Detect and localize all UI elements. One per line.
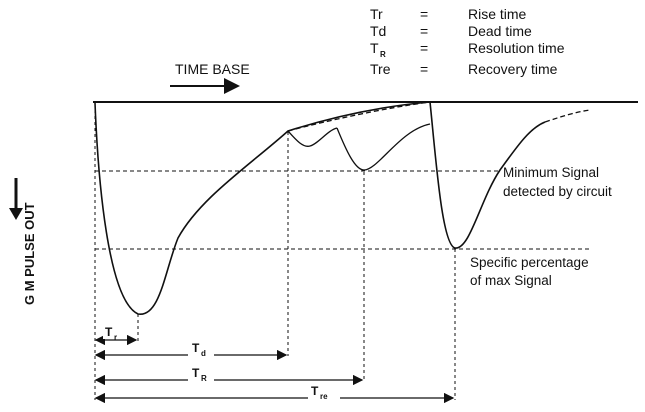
tre-label: T <box>311 384 319 398</box>
tre-label-bg <box>308 384 340 401</box>
small-pulse-curve <box>287 127 338 147</box>
legend-eq: = <box>420 61 428 77</box>
td-label-bg <box>188 340 214 357</box>
legend-eq: = <box>420 6 428 22</box>
tre-label-sub: re <box>320 392 328 401</box>
recovery-dashed-tail <box>544 109 591 123</box>
recovery-pulse-curve <box>429 101 546 249</box>
legend-row-dead: Td = Dead time <box>370 23 532 39</box>
y-axis-label: G M PULSE OUT <box>22 202 37 305</box>
min-signal-annotation-line1: Minimum Signal <box>503 165 599 180</box>
envelope-dashed-curve <box>287 101 431 132</box>
specific-percentage-annotation-line2: of max Signal <box>470 273 552 288</box>
tr-label: T <box>105 325 113 339</box>
tR-label-bg <box>188 366 214 383</box>
tr-label-bg <box>103 323 125 339</box>
legend-meaning: Resolution time <box>468 40 565 56</box>
legend-eq: = <box>420 40 428 56</box>
tR-label: T <box>192 366 200 380</box>
legend-meaning: Recovery time <box>468 61 558 77</box>
td-label-sub: d <box>201 349 206 358</box>
tR-label-sub: R <box>201 374 207 383</box>
legend-eq: = <box>420 23 428 39</box>
td-label: T <box>192 341 200 355</box>
down-arrow-icon <box>9 208 23 220</box>
legend-symbol: Tr <box>370 6 383 22</box>
main-pulse-curve <box>94 101 431 315</box>
legend-row-rise: Tr = Rise time <box>370 6 527 22</box>
min-signal-annotation-line2: detected by circuit <box>503 184 612 199</box>
legend-row-recovery: Tre = Recovery time <box>370 61 558 77</box>
legend-row-resolution: T R = Resolution time <box>370 40 565 59</box>
time-base-label: TIME BASE <box>175 61 250 77</box>
legend-meaning: Dead time <box>468 23 532 39</box>
tr-label-sub: r <box>114 333 117 342</box>
specific-percentage-annotation-line1: Specific percentage <box>470 255 589 270</box>
legend-symbol-sub: R <box>380 50 386 59</box>
legend-symbol: Tre <box>370 61 391 77</box>
legend-symbol: T <box>370 40 379 56</box>
legend-symbol: Td <box>370 23 386 39</box>
legend: Tr = Rise time Td = Dead time T R = Reso… <box>370 6 565 77</box>
medium-pulse-curve <box>336 123 431 171</box>
legend-meaning: Rise time <box>468 6 527 22</box>
